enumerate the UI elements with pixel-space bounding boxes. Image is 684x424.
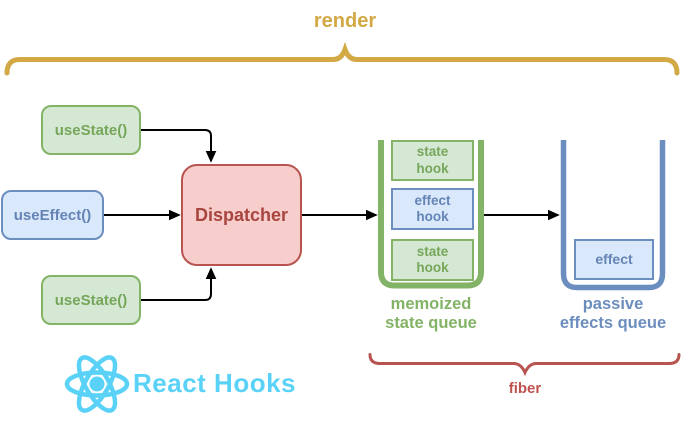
hook-label-line: state — [416, 144, 449, 160]
fiber-label: fiber — [508, 380, 542, 397]
passive-queue-container — [560, 140, 666, 291]
node-useeffect-label: useEffect() — [13, 206, 92, 224]
memoized-queue-label: memoized state queue — [351, 295, 511, 333]
react-hooks-title: React Hooks — [133, 368, 296, 398]
node-usestate-bottom: useState() — [41, 275, 141, 325]
node-usestate-top: useState() — [41, 105, 141, 155]
render-label: render — [313, 10, 377, 32]
passive-queue-label-line2: effects queue — [559, 314, 667, 333]
passive-queue-label: passive effects queue — [533, 295, 684, 333]
memoized-queue-container — [378, 140, 484, 289]
hook-label-line: hook — [416, 260, 449, 275]
hook-label-line: effect — [595, 250, 633, 267]
node-useeffect: useEffect() — [1, 190, 104, 240]
hook-label-line: hook — [416, 209, 449, 224]
passive-queue-label-line1: passive — [582, 295, 644, 313]
react-logo-icon — [64, 355, 130, 413]
hook-label-line: state — [416, 243, 449, 259]
arrow-usestate-bottom-to-dispatcher — [141, 267, 217, 301]
memoized-queue-item-state-hook-2: state hook — [391, 239, 474, 281]
memoized-queue-label-line2: state queue — [385, 314, 477, 333]
node-dispatcher-label: Dispatcher — [194, 204, 289, 225]
memoized-queue-item-effect-hook: effect hook — [391, 188, 474, 230]
arrow-usestate-top-to-dispatcher — [141, 129, 217, 163]
node-dispatcher: Dispatcher — [181, 164, 302, 266]
render-brace — [4, 41, 680, 76]
memoized-queue-item-state-hook-1: state hook — [391, 140, 474, 181]
hook-label-line: hook — [416, 160, 449, 176]
hook-label-line: effect — [414, 192, 451, 208]
fiber-brace — [368, 353, 681, 377]
node-usestate-top-label: useState() — [54, 121, 128, 139]
node-usestate-bottom-label: useState() — [54, 291, 128, 309]
passive-queue-item-effect: effect — [574, 239, 654, 280]
memoized-queue-label-line1: memoized — [390, 295, 472, 313]
